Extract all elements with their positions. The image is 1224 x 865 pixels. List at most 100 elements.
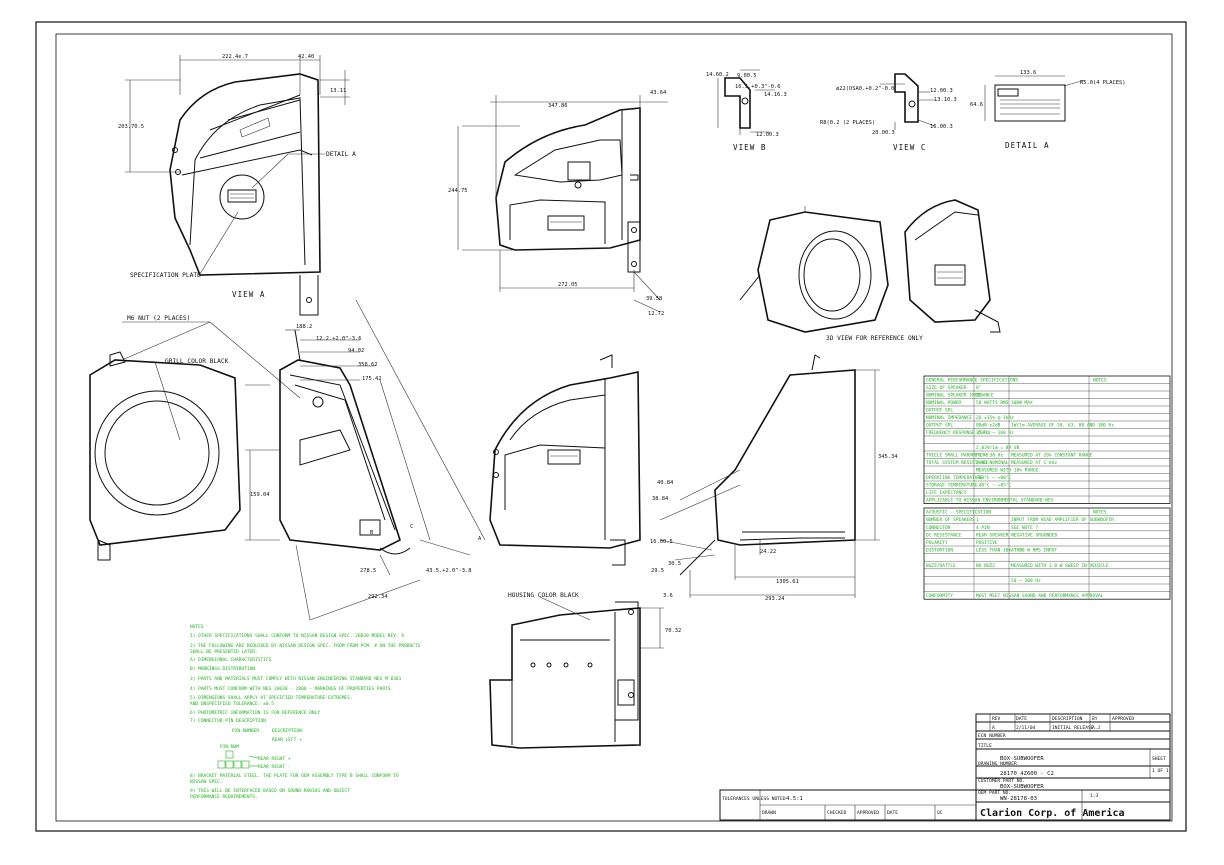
rev-col-date: DATE (1016, 716, 1027, 722)
inner-border (55, 33, 1173, 822)
pin-head-a: PIN NUMBER (232, 728, 259, 734)
rev-col-rev: REV (992, 716, 1001, 722)
side-g-dim: 292.34 (368, 594, 387, 600)
spec1-cell: 2Ω (976, 393, 982, 399)
rip-label: R8(0.2 (2 PLACES) (820, 120, 875, 126)
spec1-cell: THIELE SMALL PARAMETERS (926, 453, 989, 459)
pin-head-b: DESCRIPTION (272, 728, 302, 734)
note-1: 1) OTHER SPECIFICATIONS SHALL CONFORM TO… (190, 633, 404, 639)
spec1-cell: 1.8Ω NOMINAL (976, 460, 1009, 466)
grill-view: GRILL COLOR BLACK M6 NUT (2 PLACES) (89, 315, 301, 561)
customer-label: CUSTOMER PART NO. (978, 778, 1025, 784)
m6-nut-label: M6 NUT (2 PLACES) (127, 315, 190, 322)
spec2-cell: AT 50 W RMS INPUT (1011, 548, 1057, 554)
spec2-cell: MUST MEET NISSAN SOUND AND PERFORMANCE A… (976, 593, 1104, 599)
note-9: 9) THIS WILL BE INTERFACED BASED ON SOUN… (190, 788, 350, 794)
detail-a: 133.6 64.6 R5.0(4 PLACES) DETAIL A (970, 70, 1125, 150)
va-right-dim: 42.40 (298, 54, 314, 60)
note-2b: SHALL BE PRESENTED LATER. (190, 649, 258, 655)
rev-row-rev: A (992, 725, 995, 731)
rv-d-dim: 16.00.5 (650, 539, 673, 545)
rv-f-dim: 29.5 (651, 568, 664, 574)
note-4: 4) PARTS MUST CONFORM WITH NES 28030 - 2… (190, 686, 393, 692)
rev-row-by: A.J (1092, 725, 1101, 731)
spec2-cell: SEE NOTE 7 (1011, 525, 1038, 531)
view-b: 14.60.2 9.00.5 16.5.+0.3^-0.6 14.16.3 12… (706, 69, 787, 152)
spec2-cell: LESS THAN 10% THD (976, 548, 1022, 554)
rv-i-dim: 293.24 (765, 596, 784, 602)
rv-b-dim: 40.84 (657, 480, 673, 486)
view-a: 222.4ϵ.7 42.40 13.11 203.70.5 DETAIL A S… (118, 54, 356, 316)
spec2-cell: 4 PIN (976, 525, 990, 531)
letter-b: B (370, 530, 373, 536)
spec1-cell: STORAGE TEMPERATURE (926, 483, 978, 489)
note-2d: B) MARKINGS DISTRIBUTION (190, 666, 255, 672)
notes-title: NOTES (190, 624, 204, 630)
va-top-dim: 222.4ϵ.7 (222, 54, 248, 60)
spec1-header-left: GENERAL PERFORMANCE SPECIFICATIONS (926, 378, 1018, 384)
side-i-dim: 43.5.+2.0^-3.8 (426, 568, 471, 574)
letter-c: C (410, 524, 413, 530)
customer-value: BOX-SUBWOOFER (1000, 784, 1044, 790)
rv-a-dim: 345.34 (878, 454, 897, 460)
housing-color-label: HOUSING COLOR BLACK (508, 592, 579, 599)
sheet-label: SHEET (1152, 756, 1166, 762)
drawing-no-label: DRAWING NUMBER (978, 761, 1017, 767)
spec2-cell: CONNECTOR (926, 525, 951, 531)
pin-row-2: REAR RIGHT + (258, 756, 291, 762)
detail-a-label: DETAIL A (1005, 141, 1050, 150)
spec2-header-left: ACOUSTIC - SPECIFICATION (926, 510, 991, 516)
note-2c: A) DIMENSIONAL CHARACTERISTICS (190, 657, 272, 663)
note-8b: NISSAN SPEC. (190, 779, 223, 785)
spec2-header-right: NOTES (1093, 510, 1107, 516)
spec1-cell: APPLICABLE TO NISSAN ENVIRONMENTAL STAND… (926, 498, 1054, 504)
rv-j-dim: 3.6 (663, 593, 673, 599)
title-label: TITLE (978, 743, 992, 749)
front-bottom-dim: 272.05 (558, 282, 577, 288)
rv-g-dim: 24.22 (760, 549, 776, 555)
spec2-cell: CONFORMITY (926, 593, 953, 599)
spec1-cell: 2Ω ±15% @ 1kHz (976, 415, 1014, 421)
front-w-dim: 347.86 (548, 103, 567, 109)
vb-c-dim: 16.5.+0.3^-0.6 (735, 84, 780, 90)
drawing-no-value: 28170 4Z600 - C2 (1000, 771, 1054, 777)
vc-a-dim: ø22(OSA0.+0.2^-0.0 (836, 86, 894, 92)
side-c-dim: 94.02 (348, 348, 364, 354)
pin-note: PIN NUM (220, 744, 239, 750)
front-view: 347.86 43.64 244.75 272.05 39.58 12.72 (448, 90, 668, 317)
vb-d-dim: 14.16.3 (764, 92, 787, 98)
middle-view (489, 354, 641, 566)
iso-views: 3D VIEW FOR REFERENCE ONLY (739, 199, 1001, 342)
spec1-cell: -30°C ~ +80°C (976, 475, 1012, 481)
spec2-cell: DC RESISTANCE (926, 532, 962, 538)
outer-border (35, 21, 1187, 832)
side-d-dim: 358.62 (358, 362, 377, 368)
spec2-cell: BUZZ/RATTLE (926, 563, 956, 569)
note-6: 6) PHOTOMETRIC INFORMATION IS FOR REFERE… (190, 710, 320, 716)
company-name: Clarion Corp. of America (980, 807, 1125, 819)
spec1-cell: NOMINAL SPEAKER IMPEDANCE (926, 393, 994, 399)
spec1-cell: 35 Hz ~ 160 Hz (976, 430, 1014, 436)
da-a-dim: 133.6 (1020, 70, 1036, 76)
small-approved: APPROVED (857, 810, 879, 816)
note-8: 8) BRACKET MATERIAL STEEL. THE PLATE FOR… (190, 773, 399, 779)
side-a-dim: 188.2 (296, 324, 312, 330)
vb-b-dim: 9.00.5 (737, 73, 756, 79)
spec2-cell: POLARITY (926, 540, 948, 546)
spec1-cell: MEASURED AT 20% CONSTANT RANGE (1011, 453, 1093, 459)
small-drawn: DRAWN (762, 810, 776, 816)
side-h-dim: 278.5 (360, 568, 376, 574)
front-h-dim: 244.75 (448, 188, 467, 194)
scale-value: 1:3 (1090, 793, 1099, 799)
vc-d-dim: 20.00.3 (872, 130, 895, 136)
spec1-cell: 100W MAX (1011, 400, 1033, 406)
sheet-value: 1 OF 1 (1152, 768, 1169, 774)
spec1-cell: 8" (976, 385, 981, 391)
note-5b: AND UNSPECIFIED TOLERANCE: ±0.5 (190, 701, 274, 707)
spec1-cell: FREQUENCY RESPONSE (SPL) (926, 430, 991, 436)
side-view: 188.2 12.2.+2.0^-3.6 94.02 358.62 175.42… (245, 299, 486, 621)
rev-col-desc: DESCRIPTION (1052, 716, 1083, 722)
bottom-view: 70.32 HOUSING COLOR BLACK (489, 592, 681, 749)
vb-a-dim: 14.60.2 (706, 72, 729, 78)
